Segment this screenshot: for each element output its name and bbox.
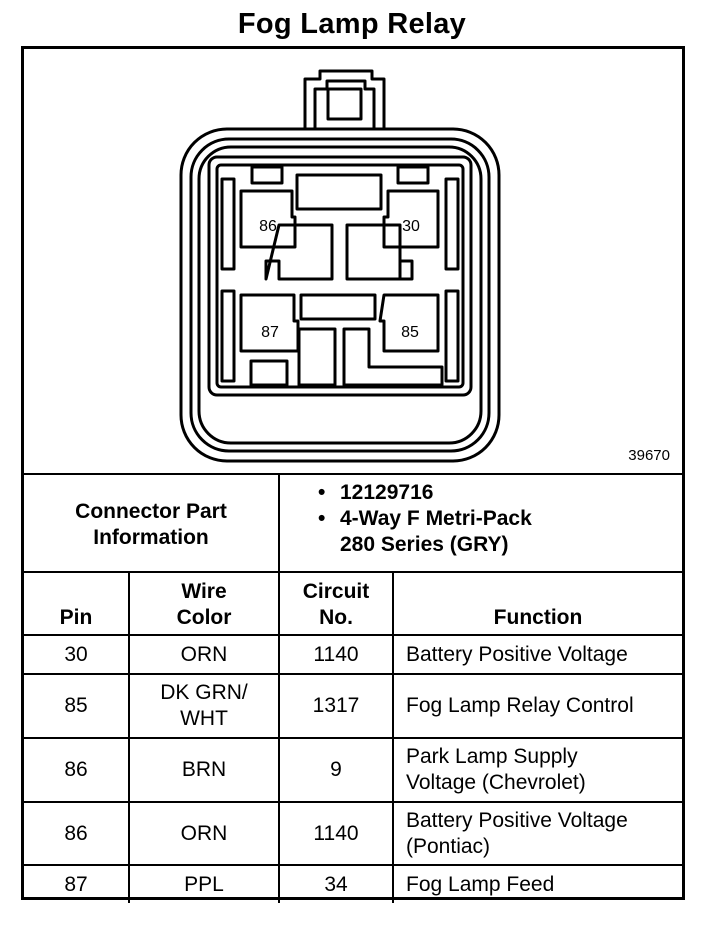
figure-number: 39670 [628,447,670,464]
cell-circuit: 9 [280,757,392,783]
divider [24,634,682,636]
divider [278,571,280,903]
header-circuit-line2: No. [319,606,353,629]
connector-table-frame: 86 30 87 85 39670 Connector Part Informa… [21,46,685,903]
cell-text: Fog Lamp Relay Control [406,694,634,717]
cell-circuit: 1317 [280,693,392,719]
cell-text: 86 [64,821,88,845]
cell-text: 86 [64,758,88,781]
cell-text: ORN [180,821,228,845]
cell-wire-color: DK GRN/WHT [130,680,278,732]
header-pin: Pin [59,606,93,629]
connector-housing-outer [179,127,501,463]
connector-description-item: • 4-Way F Metri-Pack 280 Series (GRY) [316,506,676,558]
cell-wire-color: ORN [130,642,278,668]
cell-text: Battery Positive Voltage [406,808,628,832]
connector-face-diagram: 86 30 87 85 [179,69,501,463]
cell-text: BRN [181,758,227,781]
cell-wire-color: ORN [130,821,278,847]
header-function: Function [493,606,583,629]
cell-text: 34 [324,872,348,896]
pin-87-cavity [239,293,300,353]
connector-latch [303,69,386,129]
cell-circuit: 1140 [280,642,392,668]
part-number-item: • 12129716 [316,480,676,506]
cell-text: Fog Lamp Feed [406,872,555,896]
cell-text: 87 [64,872,88,896]
cell-function: Battery Positive Voltage [406,642,682,668]
divider [392,571,394,903]
divider [24,737,682,739]
divider [24,571,682,573]
cell-text: WHT [180,707,228,730]
divider [24,864,682,866]
connector-description-line2: 280 Series (GRY) [340,533,509,556]
bullet: • [318,507,326,530]
cell-text: 9 [330,758,342,781]
divider [128,571,130,903]
pin-30-label: 30 [402,218,420,235]
header-wire-color-line1: Wire [181,580,227,603]
divider [24,473,682,475]
cell-wire-color: BRN [130,757,278,783]
pin-86-label: 86 [259,218,277,235]
header-circuit: Circuit No. [280,579,392,631]
cell-text: 85 [64,694,88,717]
cell-text: DK GRN/ [160,681,248,704]
connector-part-info-line1: Connector Part [75,500,227,523]
cell-text: 1140 [313,642,359,666]
pin-85-label: 85 [401,324,419,341]
cell-circuit: 1140 [280,821,392,847]
cell-pin: 87 [24,872,128,898]
cell-wire-color: PPL [130,872,278,898]
divider [24,801,682,803]
cell-text: (Pontiac) [406,834,491,858]
cell-pin: 86 [24,821,128,847]
cell-text: Battery Positive Voltage [406,642,628,666]
pin-85-cavity [378,293,440,353]
cell-function: Fog Lamp Feed [406,872,682,898]
pin-86-cavity [239,189,297,249]
connector-part-info-values: • 12129716 • 4-Way F Metri-Pack 280 Seri… [316,480,676,558]
pin-30-cavity [382,189,440,249]
divider [24,673,682,675]
page-title: Fog Lamp Relay [237,8,467,40]
cell-text: 30 [64,642,88,666]
cell-text: 1317 [312,694,360,717]
header-circuit-line1: Circuit [302,580,370,603]
cell-circuit: 34 [280,872,392,898]
header-wire-color: Wire Color [130,579,278,631]
cell-function: Battery Positive Voltage(Pontiac) [406,808,682,860]
cell-pin: 86 [24,757,128,783]
cell-text: Voltage (Chevrolet) [406,771,586,794]
connector-part-info-label: Connector Part Information [24,477,278,573]
cell-pin: 85 [24,693,128,719]
cell-text: PPL [184,872,224,896]
cell-pin: 30 [24,642,128,668]
cell-text: Park Lamp Supply [406,745,578,768]
divider [278,473,280,573]
pin-87-label: 87 [261,324,279,341]
connector-description-line1: 4-Way F Metri-Pack [340,507,532,530]
cell-text: ORN [180,642,228,666]
bullet: • [318,481,326,504]
cell-function: Fog Lamp Relay Control [406,693,682,719]
cell-text: 1140 [313,821,359,845]
header-wire-color-line2: Color [176,606,232,629]
part-number: 12129716 [340,481,434,504]
connector-part-info-line2: Information [93,526,209,549]
